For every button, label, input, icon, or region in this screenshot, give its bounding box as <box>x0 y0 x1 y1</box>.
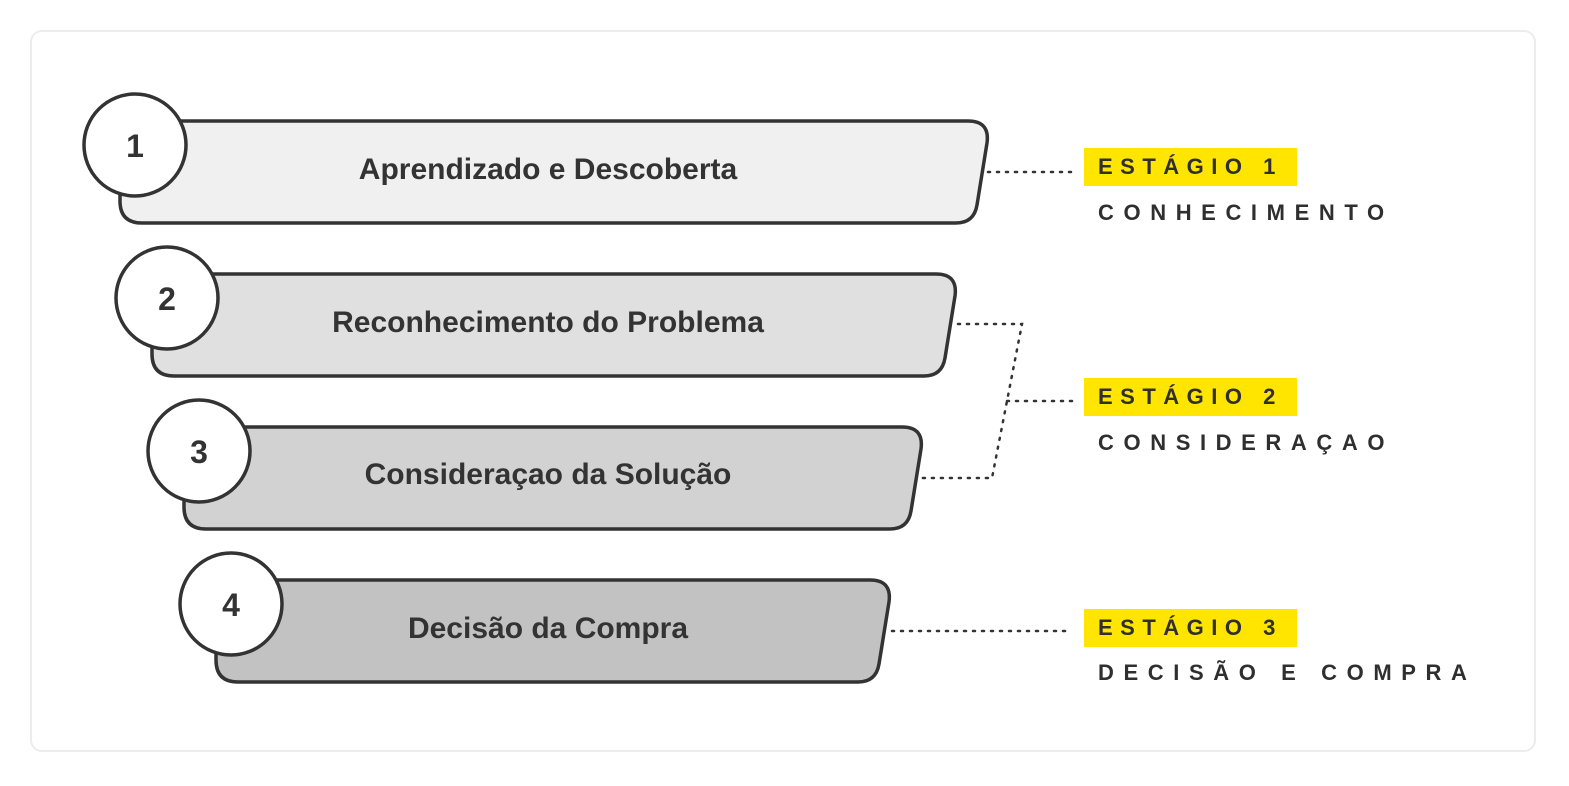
step-4: Decisão da Compra 4 <box>178 551 892 684</box>
stage-3-name: DECISÃO E COMPRA <box>1098 660 1477 685</box>
stage-1-tag: ESTÁGIO 1 <box>1084 148 1297 186</box>
step-3-label: Consideraçao da Solução <box>365 458 732 491</box>
stage-2-name: CONSIDERAÇAO <box>1098 430 1395 455</box>
step-4-number: 4 <box>222 587 240 623</box>
step-3-circle <box>146 398 252 504</box>
step-2-circle <box>114 245 220 351</box>
stage-3-tag: ESTÁGIO 3 <box>1084 609 1297 647</box>
step-2: Reconhecimento do Problema 2 <box>114 245 958 378</box>
step-4-circle <box>178 551 284 657</box>
connectors <box>890 170 1074 633</box>
step-3: Consideraçao da Solução 3 <box>146 398 924 531</box>
step-1-label: Aprendizado e Descoberta <box>359 153 738 186</box>
step-2-number: 2 <box>158 281 176 317</box>
stage-1-name: CONHECIMENTO <box>1098 200 1394 225</box>
step-3-number: 3 <box>190 434 208 470</box>
step-4-label: Decisão da Compra <box>408 612 688 645</box>
step-1: Aprendizado e Descoberta 1 <box>82 92 990 225</box>
step-2-label: Reconhecimento do Problema <box>332 306 764 339</box>
stage-2-tag: ESTÁGIO 2 <box>1084 378 1297 416</box>
step-1-number: 1 <box>126 128 144 164</box>
step-1-circle <box>82 92 188 198</box>
